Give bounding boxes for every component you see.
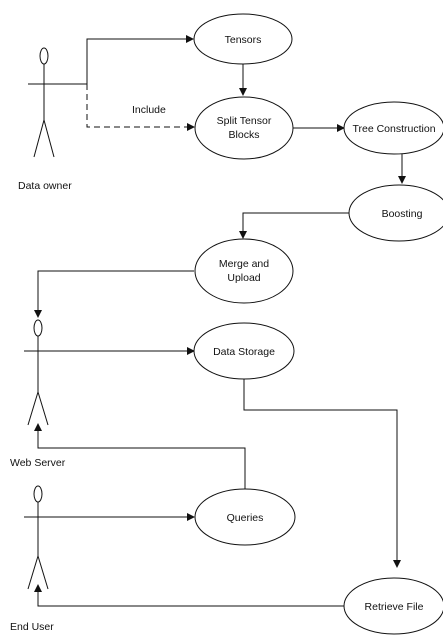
web-server-label: Web Server [10, 457, 66, 469]
queries-to-server-arrow [34, 423, 246, 490]
data-owner-actor-icon [28, 47, 60, 158]
include-label: Include [132, 104, 166, 116]
tree-construction-label: Tree Construction [352, 123, 435, 135]
end-user-actor-icon [24, 485, 52, 590]
boosting-label: Boosting [382, 208, 423, 220]
queries-label: Queries [227, 512, 264, 524]
use-case-tensors: Tensors [193, 13, 293, 65]
split-label-line2: Blocks [229, 129, 260, 141]
use-case-retrieve-file: Retrieve File [343, 577, 443, 635]
retrieve-file-label: Retrieve File [365, 601, 424, 613]
merge-to-server-arrow [34, 270, 194, 318]
use-case-data-storage: Data Storage [193, 322, 295, 380]
merge-label-line2: Upload [227, 272, 260, 284]
retrieve-to-user-arrow [34, 584, 344, 607]
merge-label-line1: Merge and [219, 258, 269, 270]
split-label-line1: Split Tensor [217, 115, 272, 127]
boosting-to-merge-arrow [239, 212, 350, 239]
owner-to-tensors-arrow [52, 35, 194, 85]
use-case-boosting: Boosting [348, 184, 443, 242]
owner-include-arrow [86, 84, 195, 131]
data-owner-label: Data owner [18, 180, 72, 192]
use-case-split-tensor-blocks: Split Tensor Blocks [194, 96, 294, 160]
use-case-merge-and-upload: Merge and Upload [194, 238, 294, 304]
use-case-tree-construction: Tree Construction [343, 101, 443, 155]
data-storage-label: Data Storage [213, 346, 275, 358]
tensors-label: Tensors [225, 34, 262, 46]
use-case-queries: Queries [194, 488, 296, 546]
web-server-actor-icon [24, 319, 52, 426]
storage-to-retrieve-arrow [243, 378, 401, 568]
end-user-label: End User [10, 621, 54, 633]
